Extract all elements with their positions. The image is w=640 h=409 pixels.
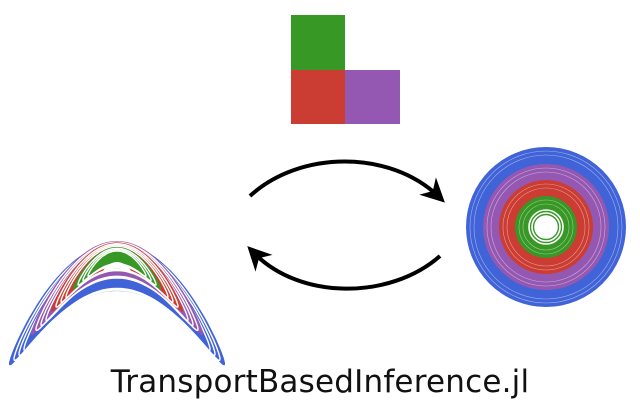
green-square [291, 15, 345, 70]
gauss-center-ring [534, 215, 558, 239]
gaussian-density-icon [466, 147, 626, 307]
forward-map-arrow-icon [248, 159, 445, 203]
gauss-contour-line [469, 150, 623, 304]
gauss-contour-line [518, 199, 574, 255]
banana-layer-green [73, 246, 161, 290]
red-square [291, 70, 345, 124]
banana-contour-line [87, 250, 147, 278]
banana-density-icon [9, 241, 225, 366]
gauss-contour-line [506, 187, 586, 267]
gauss-contour-line [473, 154, 619, 300]
inverse-map-arrow-icon [247, 246, 442, 291]
julia-squares-icon [291, 15, 400, 124]
gauss-center-ring [531, 212, 561, 242]
gauss-contour-line [490, 171, 602, 283]
banana-center [103, 262, 131, 272]
gauss-contour-line [522, 203, 570, 251]
package-title: TransportBasedInference.jl [110, 364, 530, 400]
gauss-contour-line [486, 167, 606, 287]
banana-contour-line [65, 245, 169, 299]
gauss-contour-line [502, 183, 590, 271]
gauss-center-ring [528, 209, 564, 245]
purple-square [345, 70, 400, 124]
